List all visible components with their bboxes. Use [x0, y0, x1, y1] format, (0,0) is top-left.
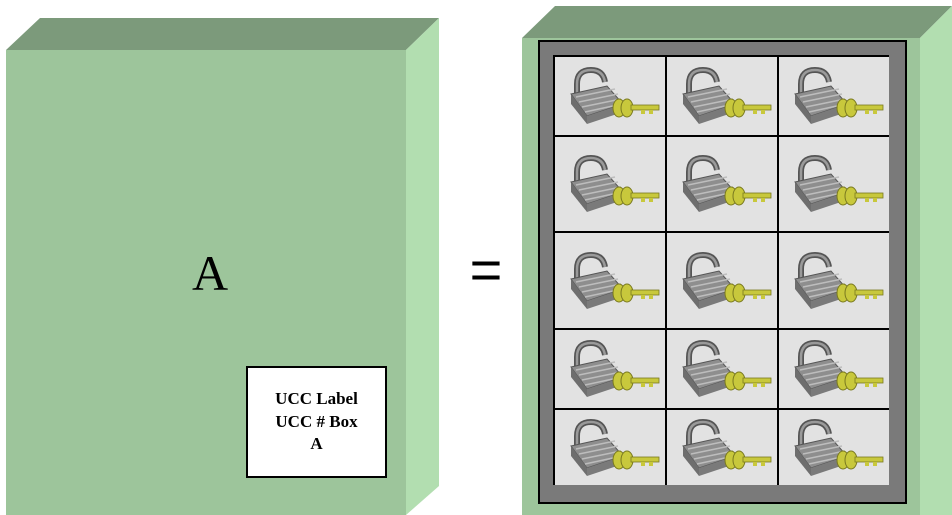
- locker-cell: [779, 330, 889, 408]
- padlock-with-key-icon: [570, 339, 660, 397]
- locker-cell: [667, 330, 777, 408]
- padlock-with-key-icon: [570, 66, 660, 124]
- box-a-side-face: [406, 18, 439, 515]
- padlock-with-key-icon: [570, 251, 660, 309]
- locker-cell: [667, 137, 777, 231]
- locker-cell: [555, 137, 665, 231]
- padlock-with-key-icon: [682, 418, 772, 476]
- locker-cell: [555, 330, 665, 408]
- equals-sign: =: [469, 238, 503, 301]
- locker-cell: [667, 233, 777, 328]
- padlock-with-key-icon: [570, 154, 660, 212]
- padlock-with-key-icon: [682, 339, 772, 397]
- locker-box-side-face: [920, 6, 952, 515]
- ucc-label-line-1: UCC Label: [275, 388, 358, 408]
- locker-cell: [779, 233, 889, 328]
- locker-cell: [667, 410, 777, 485]
- padlock-with-key-icon: [794, 418, 884, 476]
- padlock-with-key-icon: [794, 66, 884, 124]
- padlock-with-key-icon: [794, 251, 884, 309]
- locker-cell: [555, 233, 665, 328]
- padlock-with-key-icon: [682, 154, 772, 212]
- locker-cell: [779, 410, 889, 485]
- locker-cell: [667, 57, 777, 135]
- ucc-label-line-3: A: [310, 434, 323, 454]
- locker-cell: [555, 410, 665, 485]
- ucc-label-line-2: UCC # Box: [275, 411, 358, 431]
- box-a-top-face: [6, 18, 439, 50]
- padlock-with-key-icon: [794, 339, 884, 397]
- locker-cell: [779, 57, 889, 135]
- padlock-with-key-icon: [794, 154, 884, 212]
- locker-cell: [555, 57, 665, 135]
- padlock-with-key-icon: [570, 418, 660, 476]
- locker-box-top-face: [522, 6, 952, 38]
- locker-cell: [779, 137, 889, 231]
- padlock-with-key-icon: [682, 66, 772, 124]
- ucc-label: UCC Label UCC # Box A: [246, 366, 387, 478]
- box-a-letter: A: [191, 245, 229, 301]
- padlock-with-key-icon: [682, 251, 772, 309]
